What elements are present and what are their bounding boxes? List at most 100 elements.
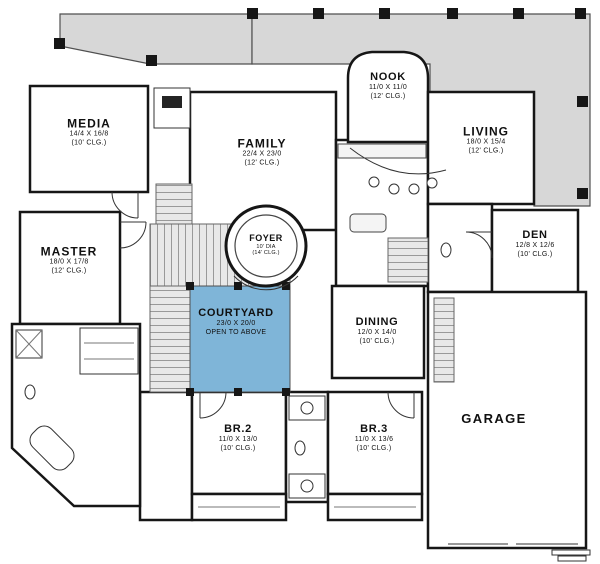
room-name: FOYER [249, 233, 283, 244]
room-size: 18/0 X 17/8 [49, 258, 89, 266]
exterior-step [557, 555, 587, 562]
room-label-dining: DINING 12/0 X 14/0 (10' CLG.) [356, 316, 399, 346]
terrace-columns [54, 8, 588, 199]
bar-stool-icon [426, 177, 438, 189]
room-size: 22/4 X 23/0 [242, 150, 282, 158]
room-name: DEN [522, 229, 548, 242]
post-icon [282, 282, 290, 290]
nook-walls [346, 50, 430, 144]
room-size: 11/0 X 13/6 [354, 436, 394, 444]
room-name: NOOK [370, 71, 406, 84]
bed-hall-walls [138, 390, 194, 522]
post-icon [186, 282, 194, 290]
pergola-left [149, 285, 191, 393]
shower-glass-line [15, 329, 43, 359]
pantry-hatch [387, 237, 429, 283]
living-room-walls [426, 90, 536, 206]
post-icon [282, 388, 290, 396]
bar-stool-icon [408, 183, 420, 195]
media-door [111, 191, 139, 219]
toilet-icon [440, 242, 452, 258]
room-ceiling: (10' CLG.) [356, 444, 392, 452]
room-ceiling: (12' CLG.) [51, 267, 87, 275]
room-size: 11/0 X 13/0 [218, 436, 258, 444]
room-name: COURTYARD [198, 307, 274, 320]
bar-stool-icon [388, 183, 400, 195]
br3-walls [326, 390, 424, 496]
column-icon [575, 8, 586, 19]
column-icon [313, 8, 324, 19]
room-name: GARAGE [461, 411, 527, 427]
room-label-family: FAMILY 22/4 X 23/0 (12' CLG.) [238, 136, 287, 167]
post-icon [186, 388, 194, 396]
tub-icon [29, 425, 75, 471]
room-size: 23/0 X 20/0 [216, 320, 256, 328]
room-label-garage: GARAGE [461, 411, 526, 427]
room-size: 11/0 X 11/0 [368, 84, 408, 92]
room-ceiling: (10' CLG.) [517, 250, 553, 258]
master-door [119, 221, 147, 249]
room-ceiling: (12' CLG.) [468, 147, 504, 155]
terrace-areas [59, 13, 591, 207]
room-ceiling: (12' CLG.) [244, 159, 280, 167]
garage-details [448, 543, 591, 562]
den-walls [490, 208, 580, 296]
room-label-br2: BR.2 11/0 X 13/0 (10' CLG.) [219, 423, 258, 453]
stair-run [155, 183, 193, 231]
room-name: LIVING [462, 124, 510, 139]
room-name: DINING [355, 316, 399, 329]
foyer-inner-ring [234, 214, 298, 278]
column-icon [577, 96, 588, 107]
room-label-br3: BR.3 11/0 X 13/6 (10' CLG.) [355, 423, 394, 453]
exterior-step [551, 549, 591, 556]
room-name: MASTER [40, 244, 98, 259]
br3-door [387, 391, 415, 419]
media-room-walls [28, 84, 150, 194]
column-icon [447, 8, 458, 19]
fireplace-firebox-icon [162, 96, 182, 108]
kitchen-bar [349, 147, 447, 195]
foyer-outer-wall [224, 204, 308, 288]
column-icon [577, 188, 588, 199]
br2-door [199, 391, 227, 419]
column-icon [247, 8, 258, 19]
post-icon [234, 282, 242, 290]
column-icon [379, 8, 390, 19]
dining-walls [330, 284, 426, 380]
room-size: 12/8 X 12/6 [515, 242, 555, 250]
room-size: 18/0 X 15/4 [466, 138, 506, 146]
room-ceiling: (10' CLG.) [220, 444, 256, 452]
post-icon [234, 388, 242, 396]
room-label-living: LIVING 18/0 X 15/4 (12' CLG.) [463, 124, 509, 155]
room-label-courtyard: COURTYARD 23/0 X 20/0 OPEN TO ABOVE [198, 307, 274, 337]
cabinetry [153, 87, 427, 233]
room-size: 10' DIA [256, 243, 276, 250]
column-icon [146, 55, 157, 66]
bar-counter [349, 147, 447, 175]
room-label-nook: NOOK 11/0 X 11/0 (12' CLG.) [369, 71, 407, 101]
room-name: BR.2 [224, 423, 252, 436]
column-icon [513, 8, 524, 19]
garage-stair [433, 297, 455, 383]
column-icon [54, 38, 65, 49]
room-ceiling: (14' CLG.) [252, 249, 280, 256]
room-name: MEDIA [67, 116, 111, 131]
door-swings [111, 191, 493, 419]
kitchen-island [349, 213, 387, 233]
room-name: BR.3 [360, 423, 388, 436]
courtyard-posts [186, 282, 290, 396]
room-note: OPEN TO ABOVE [205, 328, 267, 336]
sink-icon [300, 401, 314, 415]
sink-icon [300, 479, 314, 493]
courtyard-area [189, 285, 291, 393]
room-label-media: MEDIA 14/4 X 16/8 (10' CLG.) [67, 116, 111, 147]
master-room-walls [18, 210, 122, 326]
room-size: 12/0 X 14/0 [357, 329, 397, 337]
closet [79, 327, 139, 375]
room-ceiling: (12' CLG.) [370, 92, 406, 100]
room-size: 14/4 X 16/8 [69, 130, 109, 138]
toilet-icon [24, 384, 36, 400]
toilet-icon [294, 440, 306, 456]
